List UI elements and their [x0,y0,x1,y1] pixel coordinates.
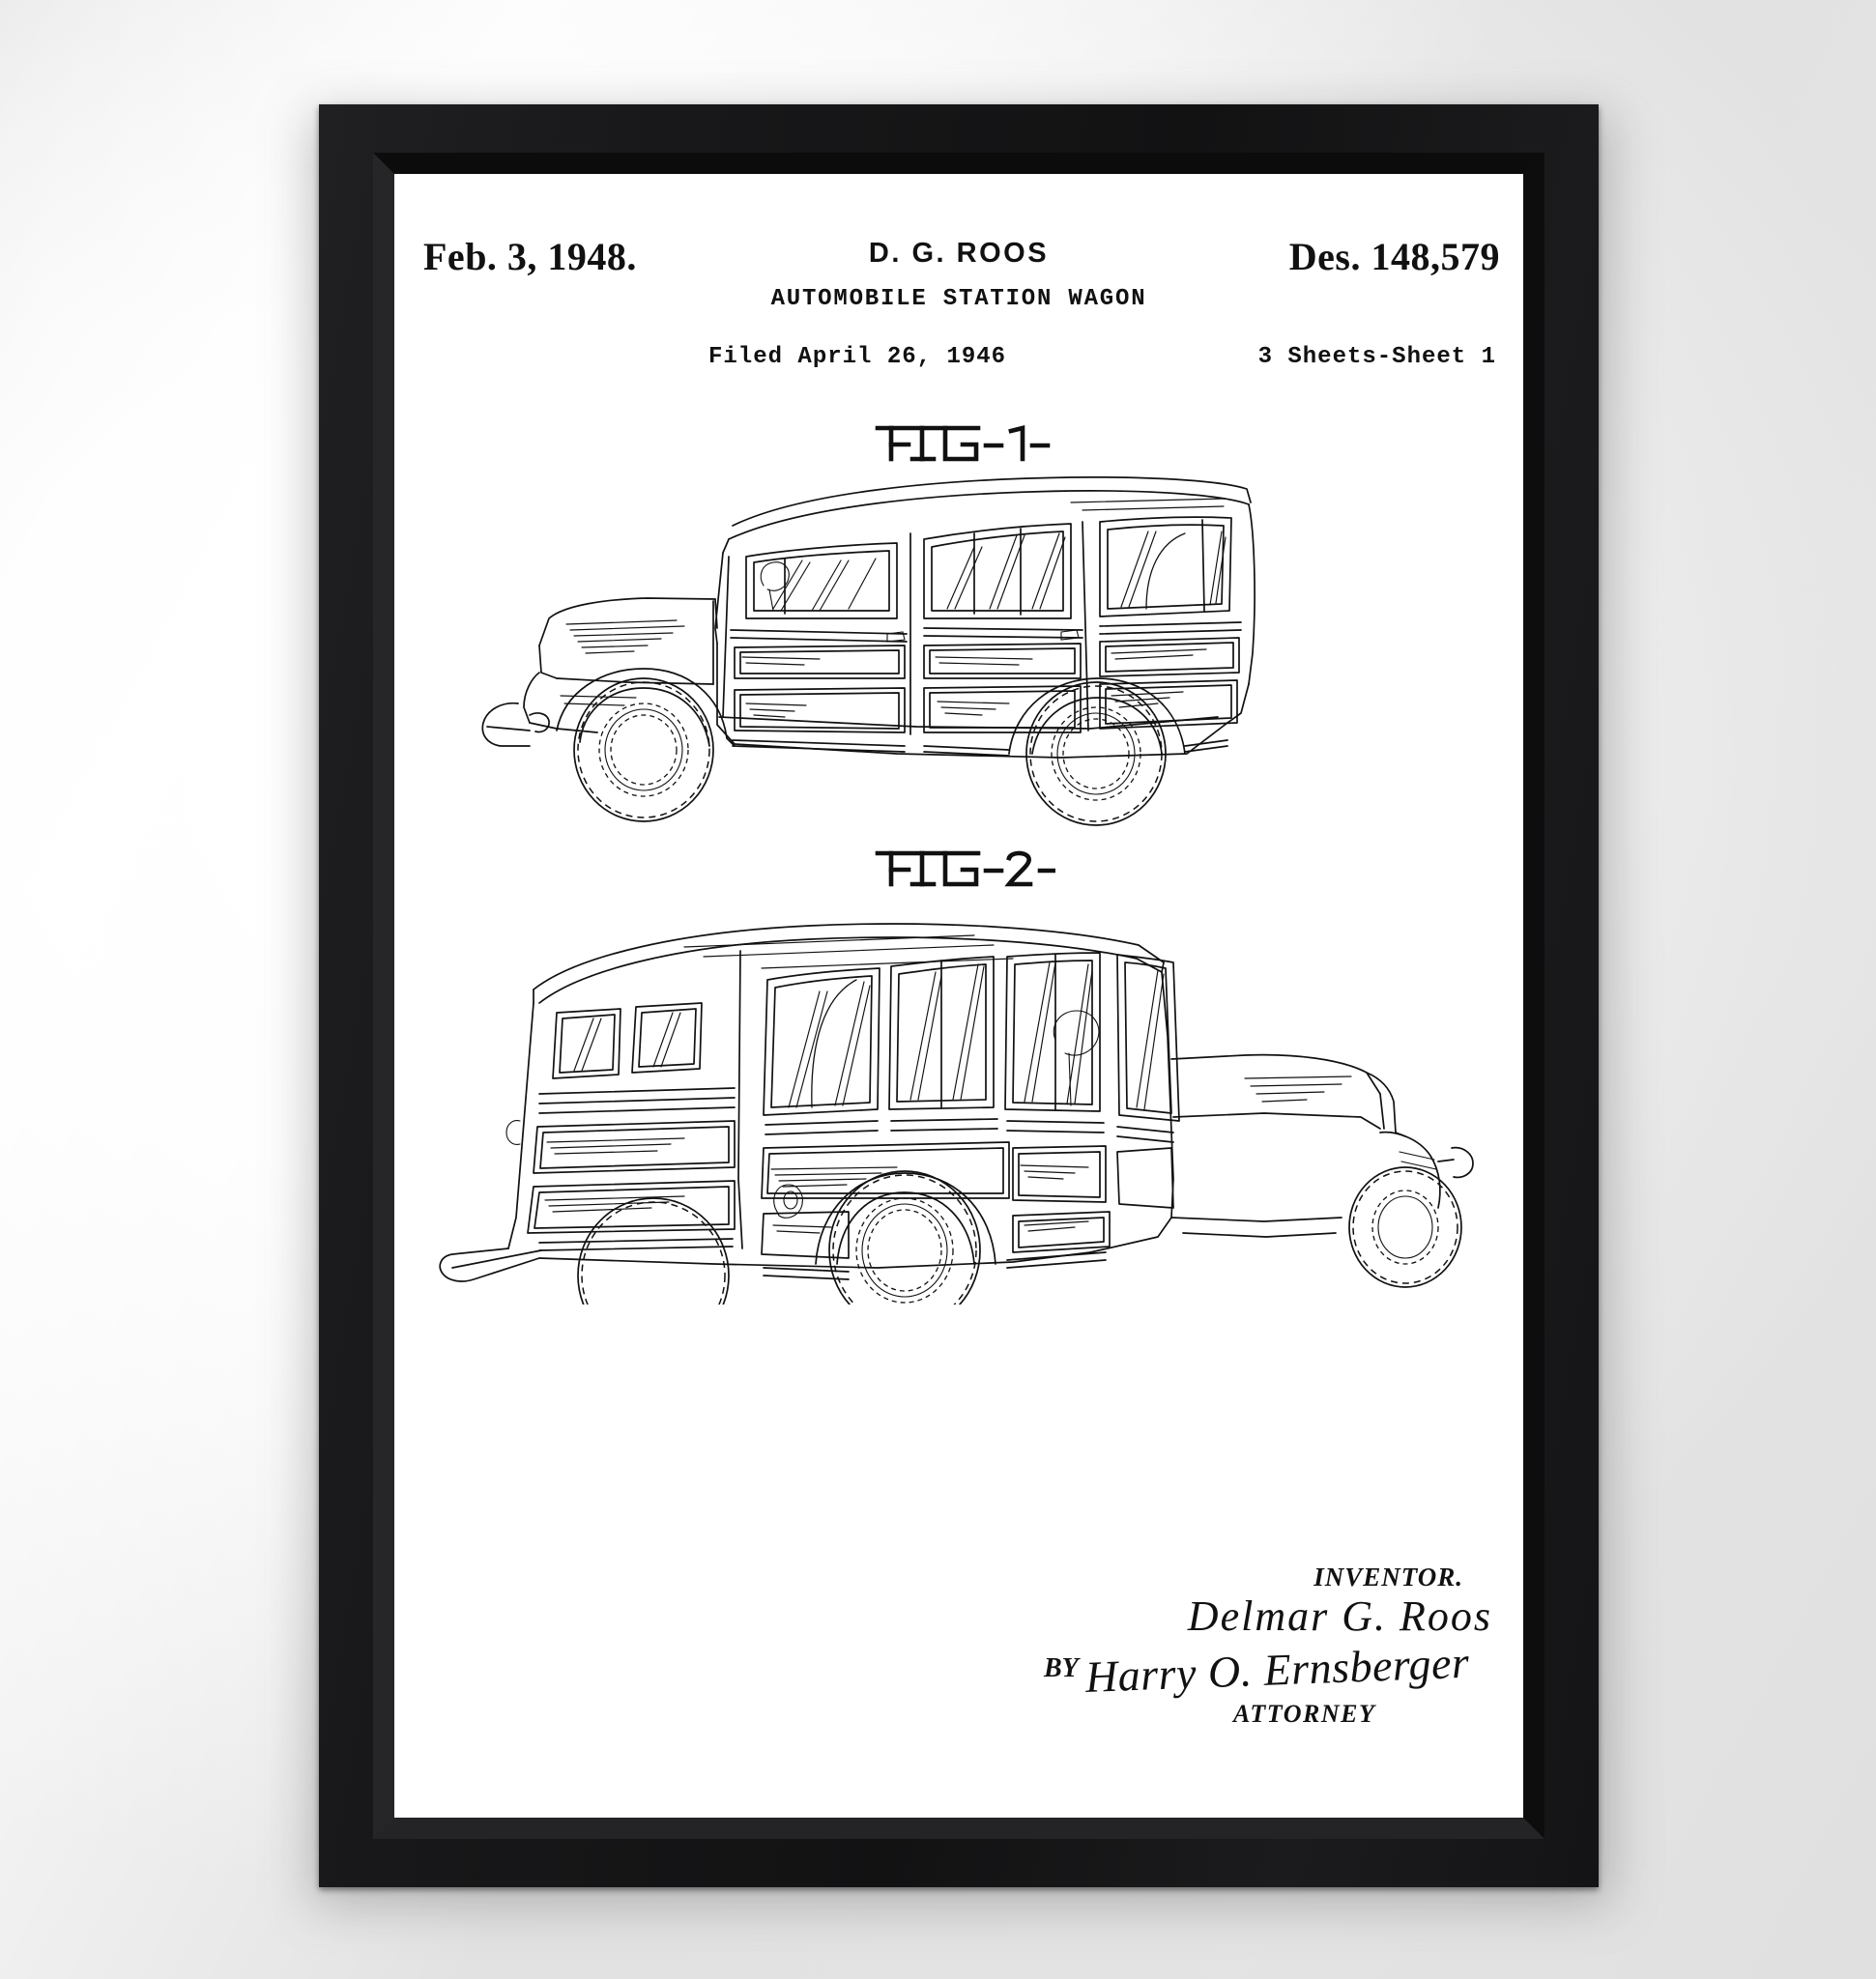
patent-sheet-count: 3 Sheets-Sheet 1 [1257,344,1496,370]
patent-inventor-line: D. G. ROOS [868,238,1050,269]
patent-header: Feb. 3, 1948. D. G. ROOS Des. 148,579 AU… [394,174,1523,396]
patent-filed-date: Filed April 26, 1946 [708,344,1007,370]
figure-2-drawing [394,889,1523,1305]
patent-title: AUTOMOBILE STATION WAGON [770,286,1147,312]
by-label: BY [1044,1653,1079,1683]
attorney-label: ATTORNEY [1233,1700,1376,1728]
patent-issue-date: Feb. 3, 1948. [423,235,637,278]
figure-1-drawing [394,464,1523,831]
inventor-signature: Delmar G. Roos [1187,1592,1492,1640]
patent-number: Des. 148,579 [1288,235,1500,278]
picture-frame: Feb. 3, 1948. D. G. ROOS Des. 148,579 AU… [319,104,1599,1887]
patent-print-sheet: Feb. 3, 1948. D. G. ROOS Des. 148,579 AU… [394,174,1523,1818]
figure-2-caption [394,841,1523,896]
signature-block: INVENTOR. Delmar G. Roos BY Harry O. Ern… [1034,1563,1498,1736]
figure-1-caption [394,416,1523,471]
attorney-signature: Harry O. Ernsberger [1084,1637,1471,1702]
inventor-label: INVENTOR. [1313,1563,1463,1592]
